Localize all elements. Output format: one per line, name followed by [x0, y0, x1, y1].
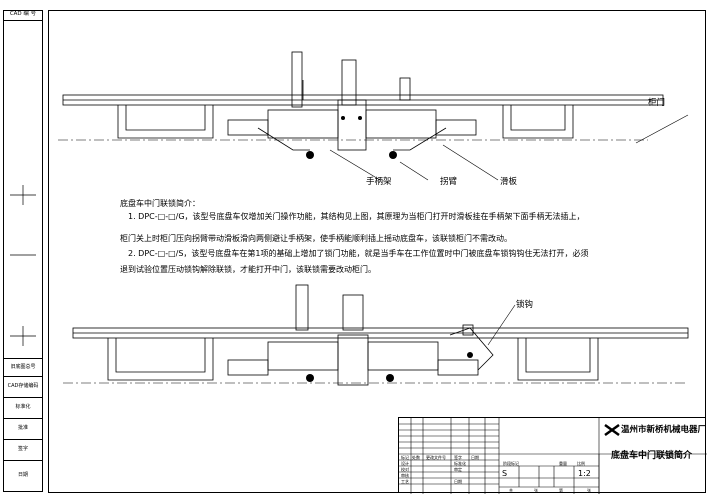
sidebar-cad-storage: CAD存储编码: [4, 376, 42, 398]
row-design: 设计: [401, 461, 409, 466]
label-handle-frame: 手柄架: [366, 177, 392, 187]
sidebar-blank: [4, 20, 42, 359]
sidebar-old-base: 旧底图总号: [4, 358, 42, 377]
row-sign: 签字: [454, 455, 462, 460]
cad-number-label: CAD 编 号: [4, 11, 42, 21]
registration-marks: [10, 185, 36, 346]
description-line-3: 2. DPC-□-□/S，该型号底盘车在第1项的基础上增加了锁门功能，就是当手车…: [128, 249, 589, 258]
lower-drawing: [63, 284, 689, 386]
row-mark: 标记: [401, 455, 409, 460]
title-block-grid: [399, 418, 707, 494]
stage-value: S: [502, 469, 508, 478]
sidebar-approve: 批准: [4, 418, 42, 440]
description-line-1: 1. DPC-□-□/G，该型号底盘车仅增加关门操作功能，其结构见上图，其原理为…: [128, 212, 585, 221]
drawing-title: 底盘车中门联锁简介: [611, 451, 693, 461]
row-sheets: 张: [534, 488, 538, 493]
row-sheet: 张: [587, 488, 591, 493]
label-slide-plate: 滑板: [500, 177, 518, 187]
sidebar-sign: 签字: [4, 439, 42, 461]
company-name: 温州市新桥机械电器厂: [621, 425, 707, 435]
upper-drawing: [58, 51, 689, 181]
company-logo-icon: [604, 424, 620, 436]
row-total: 共: [509, 488, 513, 493]
scale-value: 1:2: [578, 469, 591, 478]
label-push-arm: 拐臂: [440, 177, 458, 187]
row-count: 处数: [412, 455, 420, 460]
header-stage: 阶段标记: [503, 461, 519, 466]
title-block: 温州市新桥机械电器厂 底盘车中门联锁简介 阶段标记 重量 比例 S 1:2 标记…: [398, 417, 707, 494]
label-cabinet-door: 柜门: [648, 98, 666, 108]
row-process: 工艺: [401, 479, 409, 484]
row-number: 第: [559, 488, 563, 493]
sidebar-standard: 标准化: [4, 397, 42, 419]
row-check: 校对: [401, 467, 409, 472]
row-process-date: 日期: [454, 479, 462, 484]
row-review: 审核: [401, 473, 409, 478]
label-lock-hook: 锁钩: [516, 300, 534, 310]
row-date: 日期: [471, 455, 479, 460]
description-heading: 底盘车中门联锁简介：: [120, 199, 200, 208]
sidebar-date: 日期: [17, 472, 28, 478]
description-line-2: 柜门关上时柜门压向拐臂带动滑板滑向两侧避让手柄架，使手柄能顺利插上摇动底盘车，该…: [120, 234, 512, 243]
drawing-frame: [48, 10, 706, 493]
header-scale: 比例: [577, 461, 585, 466]
row-standardize: 标准化: [454, 461, 466, 466]
description-line-4: 退到试验位置压动锁钩解除联锁，才能打开中门，该联锁需要改动柜门。: [120, 265, 376, 274]
row-change-doc: 更改文件号: [426, 455, 446, 460]
header-weight: 重量: [559, 461, 567, 466]
sidebar-strip: CAD 编 号 旧底图总号 CAD存储编码 标准化 批准 签字 日期: [3, 10, 43, 492]
row-approve: 审定: [454, 467, 462, 472]
